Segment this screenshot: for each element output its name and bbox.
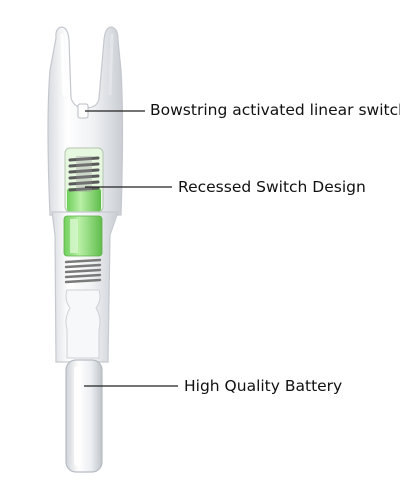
switch-spring-core [76,156,92,192]
battery [65,359,103,473]
prong-highlight-left [60,33,66,96]
leader-lines [84,110,178,387]
led-chamber [63,215,103,257]
switch-spring [68,156,100,192]
battery-retainer [65,289,101,359]
prong-highlight-right [108,33,114,96]
battery-highlight [74,366,81,466]
callout-battery-label: High Quality Battery [184,377,343,395]
callout-recessed-label: Recessed Switch Design [178,178,366,196]
led-chamber-glare [70,219,78,253]
callout-switch-label: Bowstring activated linear switch [150,101,400,119]
switch-green-base [67,188,101,212]
contact-spring [64,258,102,284]
